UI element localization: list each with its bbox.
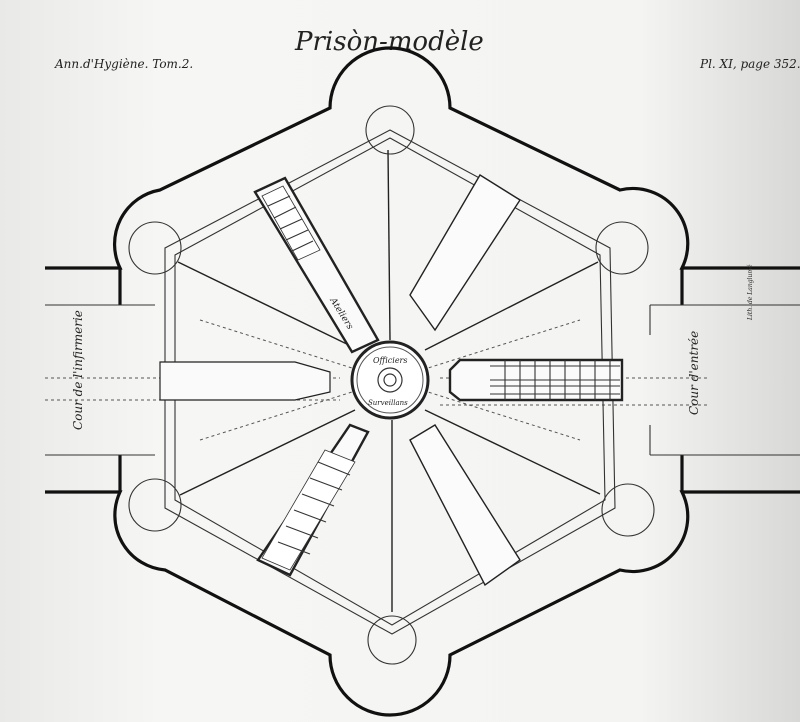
entrance-court-label: Cour d'entrée <box>687 331 701 415</box>
wing-upper-right <box>409 174 521 332</box>
corner-towers <box>128 105 655 665</box>
enclosure-wall <box>164 129 616 635</box>
plate-reference: Pl. XI, page 352. <box>699 57 800 71</box>
central-tower: Officiers Surveillans <box>350 340 430 420</box>
journal-reference: Ann.d'Hygiène. Tom.2. <box>54 57 193 71</box>
inner-enclosure <box>174 137 606 626</box>
outer-wall <box>45 46 800 717</box>
wing-upper-left: Ateliers <box>253 176 380 354</box>
corridor-left <box>159 361 331 401</box>
infirmary-court-label: Cour de l'infirmerie <box>71 310 85 430</box>
wing-lower-left <box>256 423 370 577</box>
lithographer-credit: Lith. de Langlumé <box>747 264 754 321</box>
wing-right <box>448 358 624 402</box>
wing-lower-right <box>409 424 521 587</box>
guards-label: Surveillans <box>368 399 408 407</box>
courtyard-lines <box>45 304 800 456</box>
plan-title: Prisòn-modèle <box>294 27 484 57</box>
officers-label: Officiers <box>373 356 408 365</box>
